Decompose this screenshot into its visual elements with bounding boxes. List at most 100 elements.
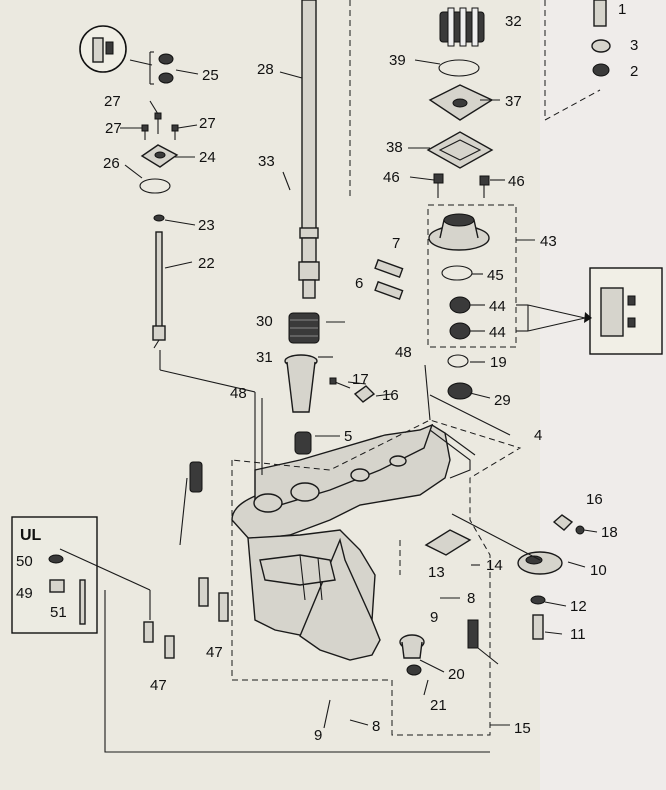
spring-30 <box>288 312 320 344</box>
callout-44: 44 <box>489 298 506 315</box>
housing-outline-dashed <box>231 419 522 736</box>
plate-16-lower <box>552 514 574 531</box>
trim-tab-20 <box>399 634 425 659</box>
bolts-47 <box>143 577 229 659</box>
pump-gasket <box>426 131 494 169</box>
oil-seal-44-lower <box>449 322 471 340</box>
o-ring-26 <box>139 178 171 194</box>
bushing-5 <box>294 431 312 455</box>
callout-45: 45 <box>487 267 504 284</box>
callout-47-2: 47 <box>150 677 167 694</box>
callout-33: 33 <box>258 153 275 170</box>
callout-9: 9 <box>430 609 438 626</box>
o-ring-39 <box>438 59 480 77</box>
screw-18 <box>575 525 585 535</box>
callout-51: 51 <box>50 604 67 621</box>
callout-8: 8 <box>467 590 475 607</box>
part-near-47 <box>189 461 203 493</box>
callout-48-2: 48 <box>395 344 412 361</box>
inset-ul-label: UL <box>20 527 42 544</box>
callout-11: 11 <box>570 626 586 643</box>
washer-21 <box>406 664 422 676</box>
gear-case-housing <box>231 423 476 661</box>
stud-15 <box>467 619 499 665</box>
dashed-water-tube-guide <box>544 0 601 121</box>
callout-1: 1 <box>618 1 626 18</box>
leader-lines <box>59 51 598 729</box>
callout-17: 17 <box>352 371 369 388</box>
callout-9-2: 9 <box>314 727 322 744</box>
callout-30: 30 <box>256 313 273 330</box>
water-tube-seal <box>591 39 611 77</box>
callout-12: 12 <box>570 598 587 615</box>
bottom-frame-line <box>104 590 490 753</box>
callout-32: 32 <box>505 13 522 30</box>
callout-27: 27 <box>104 93 121 110</box>
callout-39: 39 <box>389 52 406 69</box>
drive-shaft <box>298 0 320 299</box>
callout-4: 4 <box>534 427 542 444</box>
callout-2: 2 <box>630 63 638 80</box>
shift-rod <box>152 231 166 349</box>
callout-21: 21 <box>430 697 447 714</box>
seal-inset-shaft <box>600 287 624 337</box>
callout-8-2: 8 <box>372 718 380 735</box>
callout-7: 7 <box>392 235 400 252</box>
anode-10 <box>517 551 563 575</box>
callout-22: 22 <box>198 255 215 272</box>
bolt-46-left <box>433 173 444 198</box>
key-6 <box>374 280 404 301</box>
grommets-25 <box>158 53 174 84</box>
bolt-46-right <box>479 175 490 198</box>
callout-46-2: 46 <box>508 173 525 190</box>
bolt-11 <box>532 614 544 640</box>
water-pump-housing <box>428 213 490 251</box>
washer-12 <box>530 595 546 605</box>
callout-50: 50 <box>16 553 33 570</box>
callout-16: 16 <box>382 387 399 404</box>
callout-26: 26 <box>103 155 120 172</box>
callout-31: 31 <box>256 349 273 366</box>
water-tube <box>593 0 607 27</box>
o-ring-45 <box>441 265 473 281</box>
callout-27-2: 27 <box>105 120 122 137</box>
plate-16 <box>353 385 376 403</box>
callout-49: 49 <box>16 585 33 602</box>
callout-18: 18 <box>601 524 618 541</box>
washer-50 <box>48 554 64 564</box>
callout-28: 28 <box>257 61 274 78</box>
callout-38: 38 <box>386 139 403 156</box>
cover-13 <box>424 529 472 556</box>
callout-13: 13 <box>428 564 445 581</box>
bearing-29 <box>447 382 473 400</box>
callout-44-2: 44 <box>489 324 506 341</box>
screw-17 <box>329 377 351 389</box>
callout-43: 43 <box>540 233 557 250</box>
callout-48: 48 <box>230 385 247 402</box>
impeller <box>439 7 485 47</box>
callout-6: 6 <box>355 275 363 292</box>
callout-3: 3 <box>630 37 638 54</box>
bolt-51 <box>79 579 86 625</box>
nut-49 <box>49 579 65 593</box>
callout-19: 19 <box>490 354 507 371</box>
callout-27-3: 27 <box>199 115 216 132</box>
callout-24: 24 <box>199 149 216 166</box>
callout-20: 20 <box>448 666 465 683</box>
paper-glare <box>540 0 666 790</box>
callout-25: 25 <box>202 67 219 84</box>
callout-29: 29 <box>494 392 511 409</box>
sleeve-31 <box>284 354 318 413</box>
pump-kit-box <box>427 204 517 348</box>
callout-46: 46 <box>383 169 400 186</box>
callout-37: 37 <box>505 93 522 110</box>
pin-23 <box>153 214 165 222</box>
callout-15: 15 <box>514 720 531 737</box>
callout-10: 10 <box>590 562 607 579</box>
callout-14: 14 <box>486 557 503 574</box>
o-ring-19 <box>447 354 469 368</box>
callout-47: 47 <box>206 644 223 661</box>
